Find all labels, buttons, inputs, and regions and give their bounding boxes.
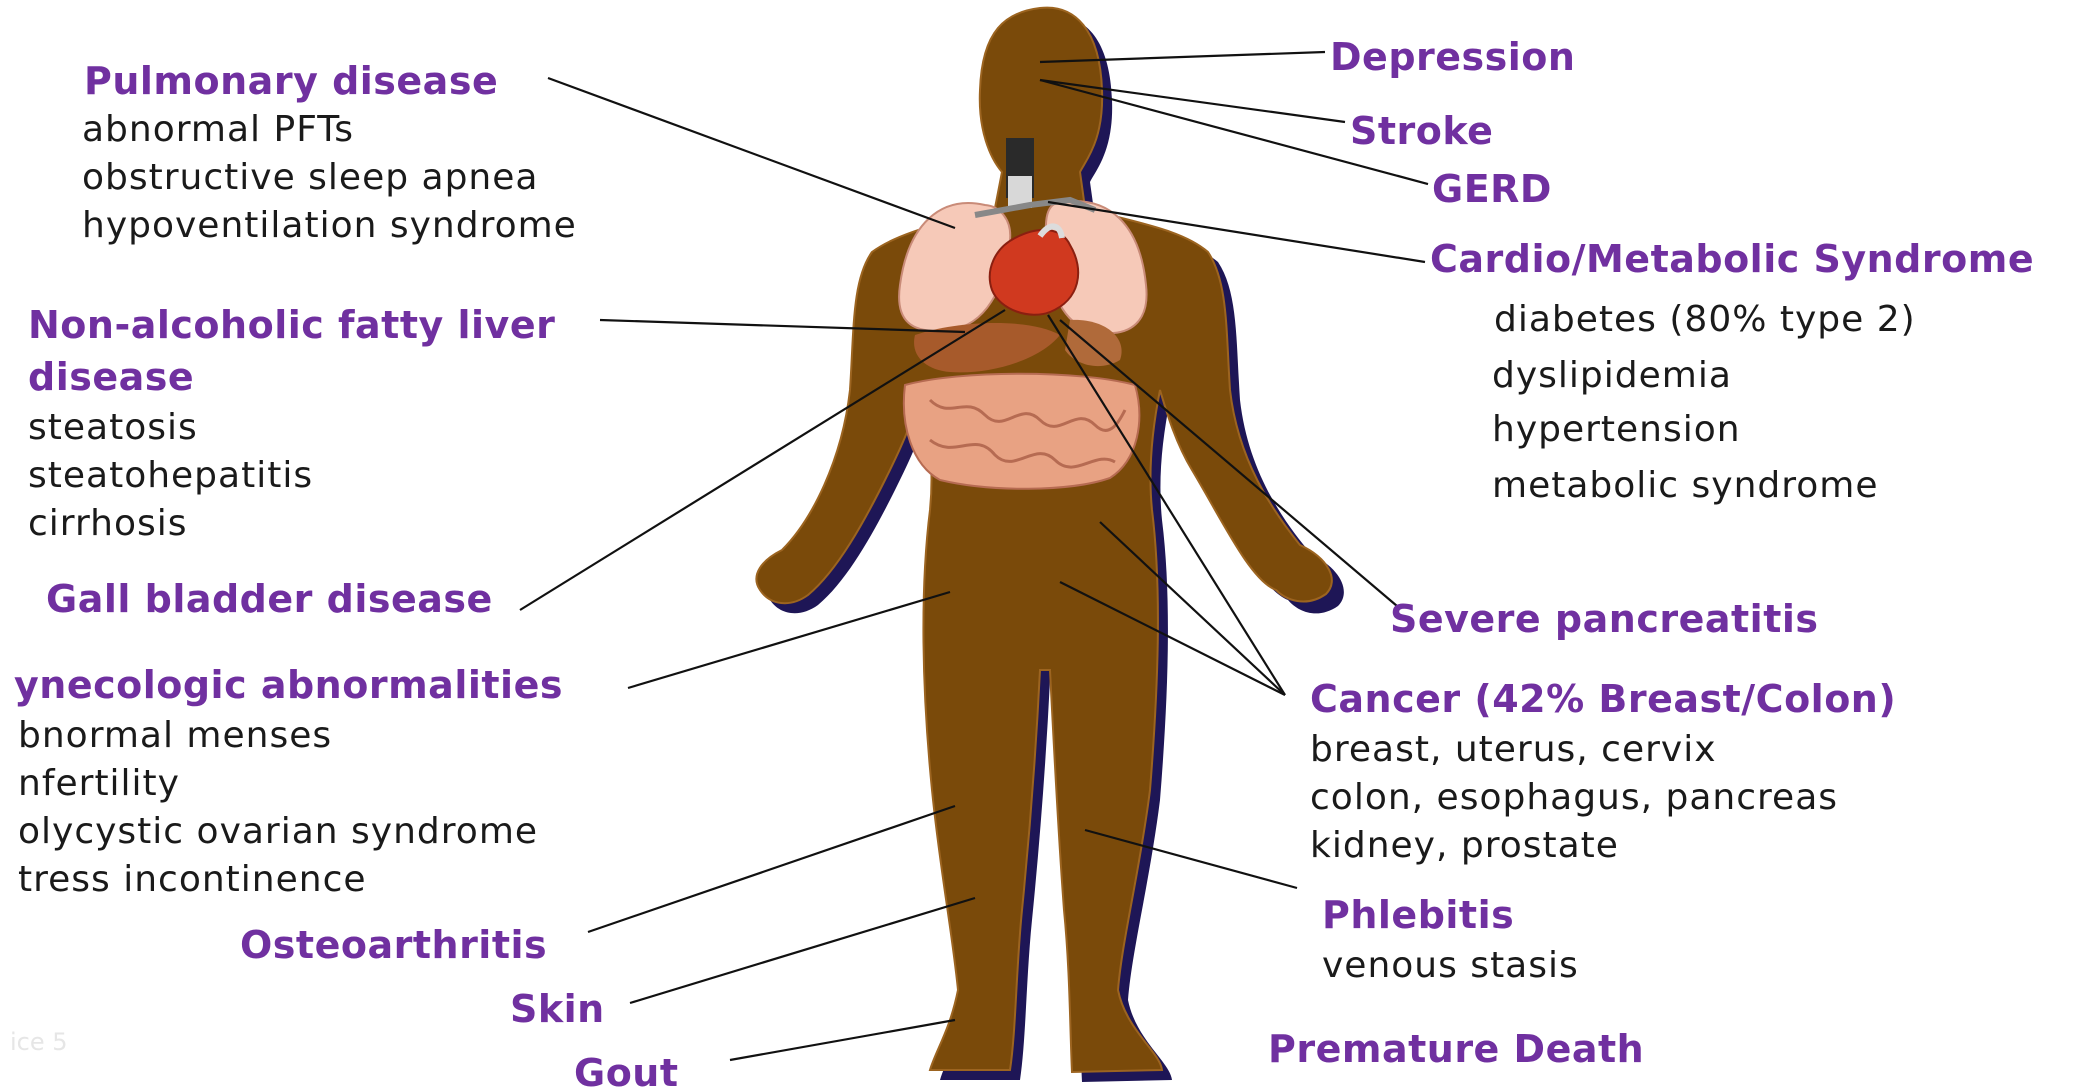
premature-death-heading: Premature Death	[1268, 1030, 1644, 1068]
liver-item-2: steatohepatitis	[28, 458, 313, 494]
cardio-item-2: dyslipidemia	[1492, 358, 1732, 394]
gynecologic-item-3: olycystic ovarian syndrome	[18, 814, 538, 850]
line-gout	[730, 1020, 955, 1060]
phlebitis-item-1: venous stasis	[1322, 948, 1579, 984]
pulmonary-heading: Pulmonary disease	[84, 62, 498, 100]
line-pulmonary	[548, 78, 955, 228]
line-osteoarthritis	[588, 806, 955, 932]
cancer-heading: Cancer (42% Breast/Colon)	[1310, 680, 1896, 718]
cardio-item-3: hypertension	[1492, 412, 1741, 448]
gerd-heading: GERD	[1432, 170, 1552, 208]
pulmonary-item-1: abnormal PFTs	[82, 112, 354, 148]
gynecologic-item-2: nfertility	[18, 766, 180, 802]
gout-heading: Gout	[574, 1054, 679, 1092]
pulmonary-item-2: obstructive sleep apnea	[82, 160, 538, 196]
skin-heading: Skin	[510, 990, 605, 1028]
gynecologic-item-4: tress incontinence	[18, 862, 367, 898]
pulmonary-item-3: hypoventilation syndrome	[82, 208, 577, 244]
liver-heading-line2: disease	[28, 358, 194, 396]
liver-item-3: cirrhosis	[28, 506, 188, 542]
source-note: ice 5	[10, 1030, 68, 1054]
gallbladder-heading: Gall bladder disease	[46, 580, 493, 618]
gynecologic-item-1: bnormal menses	[18, 718, 332, 754]
cardio-heading: Cardio/Metabolic Syndrome	[1430, 240, 2034, 278]
cardio-item-1: diabetes (80% type 2)	[1494, 302, 1916, 338]
pancreatitis-heading: Severe pancreatitis	[1390, 600, 1819, 638]
liver-item-1: steatosis	[28, 410, 198, 446]
cancer-item-2: colon, esophagus, pancreas	[1310, 780, 1838, 816]
osteoarthritis-heading: Osteoarthritis	[240, 926, 547, 964]
body-silhouette	[756, 8, 1331, 1072]
cardio-item-4: metabolic syndrome	[1492, 468, 1879, 504]
stroke-heading: Stroke	[1350, 112, 1493, 150]
cancer-item-3: kidney, prostate	[1310, 828, 1619, 864]
organs	[899, 138, 1146, 489]
line-skin	[630, 898, 975, 1003]
phlebitis-heading: Phlebitis	[1322, 896, 1514, 934]
liver-heading-line1: Non-alcoholic fatty liver	[28, 306, 555, 344]
depression-heading: Depression	[1330, 38, 1575, 76]
gynecologic-heading: ynecologic abnormalities	[14, 666, 563, 704]
cancer-item-1: breast, uterus, cervix	[1310, 732, 1717, 768]
